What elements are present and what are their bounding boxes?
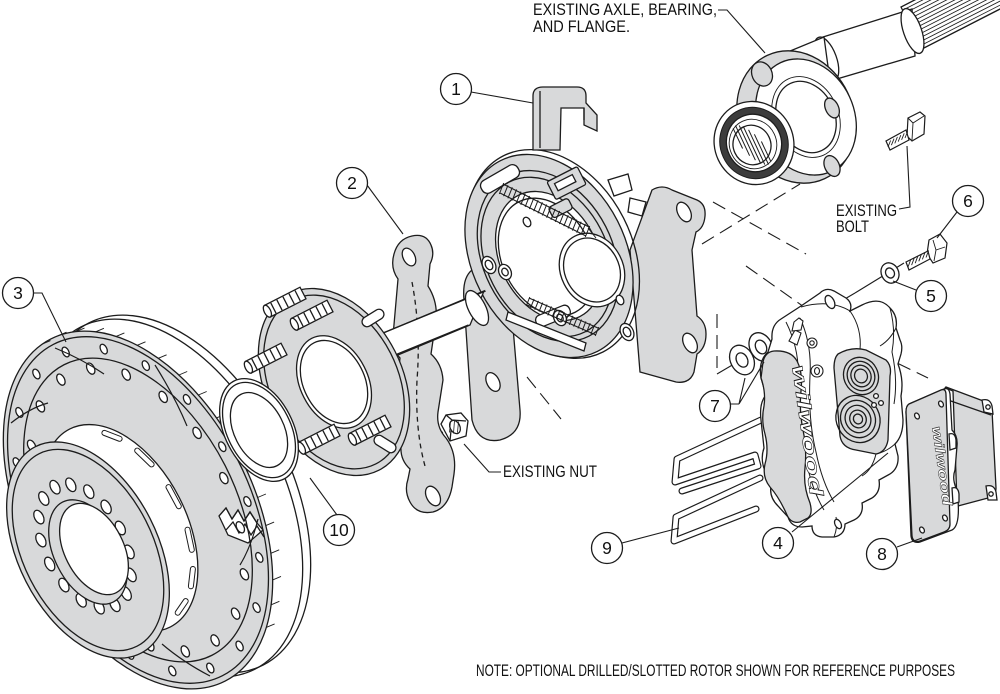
svg-text:7: 7 [710, 396, 720, 416]
svg-text:9: 9 [602, 538, 612, 558]
svg-text:EXISTING AXLE, BEARING,: EXISTING AXLE, BEARING, [533, 0, 717, 19]
svg-text:AND FLANGE.: AND FLANGE. [533, 17, 630, 36]
svg-text:BOLT: BOLT [836, 217, 869, 236]
svg-text:10: 10 [329, 520, 349, 540]
svg-text:EXISTING: EXISTING [836, 201, 897, 220]
svg-text:NOTE: OPTIONAL DRILLED/SLOTTED: NOTE: OPTIONAL DRILLED/SLOTTED ROTOR SHO… [476, 661, 955, 680]
svg-text:5: 5 [926, 286, 936, 306]
svg-text:3: 3 [13, 283, 23, 303]
svg-text:8: 8 [877, 544, 887, 564]
svg-text:EXISTING NUT: EXISTING NUT [503, 462, 597, 481]
svg-text:4: 4 [773, 533, 783, 553]
svg-text:1: 1 [451, 79, 461, 99]
svg-text:2: 2 [347, 173, 357, 193]
svg-text:6: 6 [963, 191, 973, 211]
